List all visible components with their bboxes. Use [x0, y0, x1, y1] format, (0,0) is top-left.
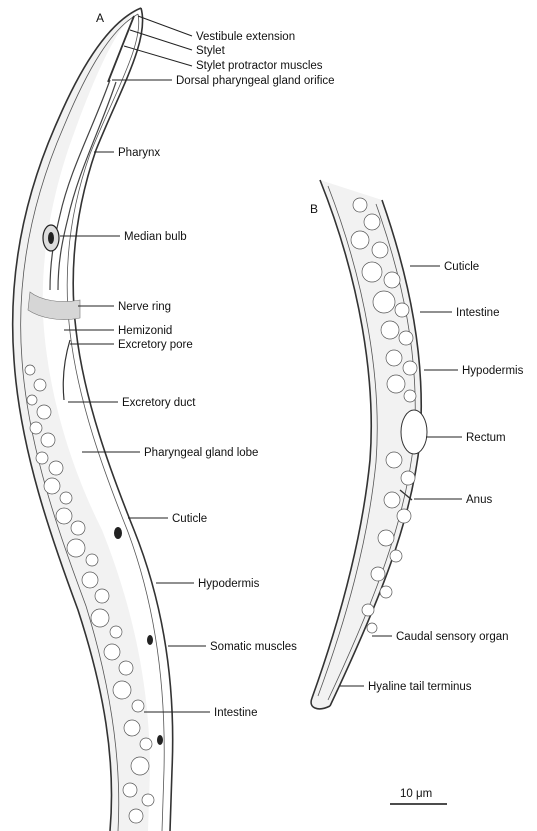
label-excretory-duct: Excretory duct	[122, 397, 196, 409]
label-vestibule-extension: Vestibule extension	[196, 31, 295, 43]
rectum-shape	[401, 410, 427, 454]
panel-label-b: B	[310, 202, 318, 216]
label-cuticle-b: Cuticle	[444, 261, 479, 273]
label-caudal-sensory-organ: Caudal sensory organ	[396, 631, 509, 643]
label-nerve-ring: Nerve ring	[118, 301, 171, 313]
label-stylet-protractor-muscles: Stylet protractor muscles	[196, 60, 323, 72]
specimen-a-body	[13, 8, 173, 831]
label-dorsal-pharyngeal-gland-orifice: Dorsal pharyngeal gland orifice	[176, 75, 335, 87]
label-excretory-pore: Excretory pore	[118, 339, 193, 351]
label-cuticle-a: Cuticle	[172, 513, 207, 525]
panel-label-a: A	[96, 11, 104, 25]
label-hyaline-tail-terminus: Hyaline tail terminus	[368, 681, 472, 693]
label-median-bulb: Median bulb	[124, 231, 187, 243]
label-rectum: Rectum	[466, 432, 506, 444]
label-pharyngeal-gland-lobe: Pharyngeal gland lobe	[144, 447, 258, 459]
label-somatic-muscles: Somatic muscles	[210, 641, 297, 653]
label-hemizonid: Hemizonid	[118, 325, 172, 337]
label-anus: Anus	[466, 494, 492, 506]
label-intestine-b: Intestine	[456, 307, 499, 319]
label-hypodermis-b: Hypodermis	[462, 365, 524, 377]
label-stylet: Stylet	[196, 45, 226, 57]
label-intestine-a: Intestine	[214, 707, 257, 719]
excretory-duct-shape	[63, 340, 70, 400]
label-hypodermis-a: Hypodermis	[198, 578, 260, 590]
label-pharynx: Pharynx	[118, 147, 160, 159]
scale-bar-label: 10 μm	[400, 788, 432, 800]
